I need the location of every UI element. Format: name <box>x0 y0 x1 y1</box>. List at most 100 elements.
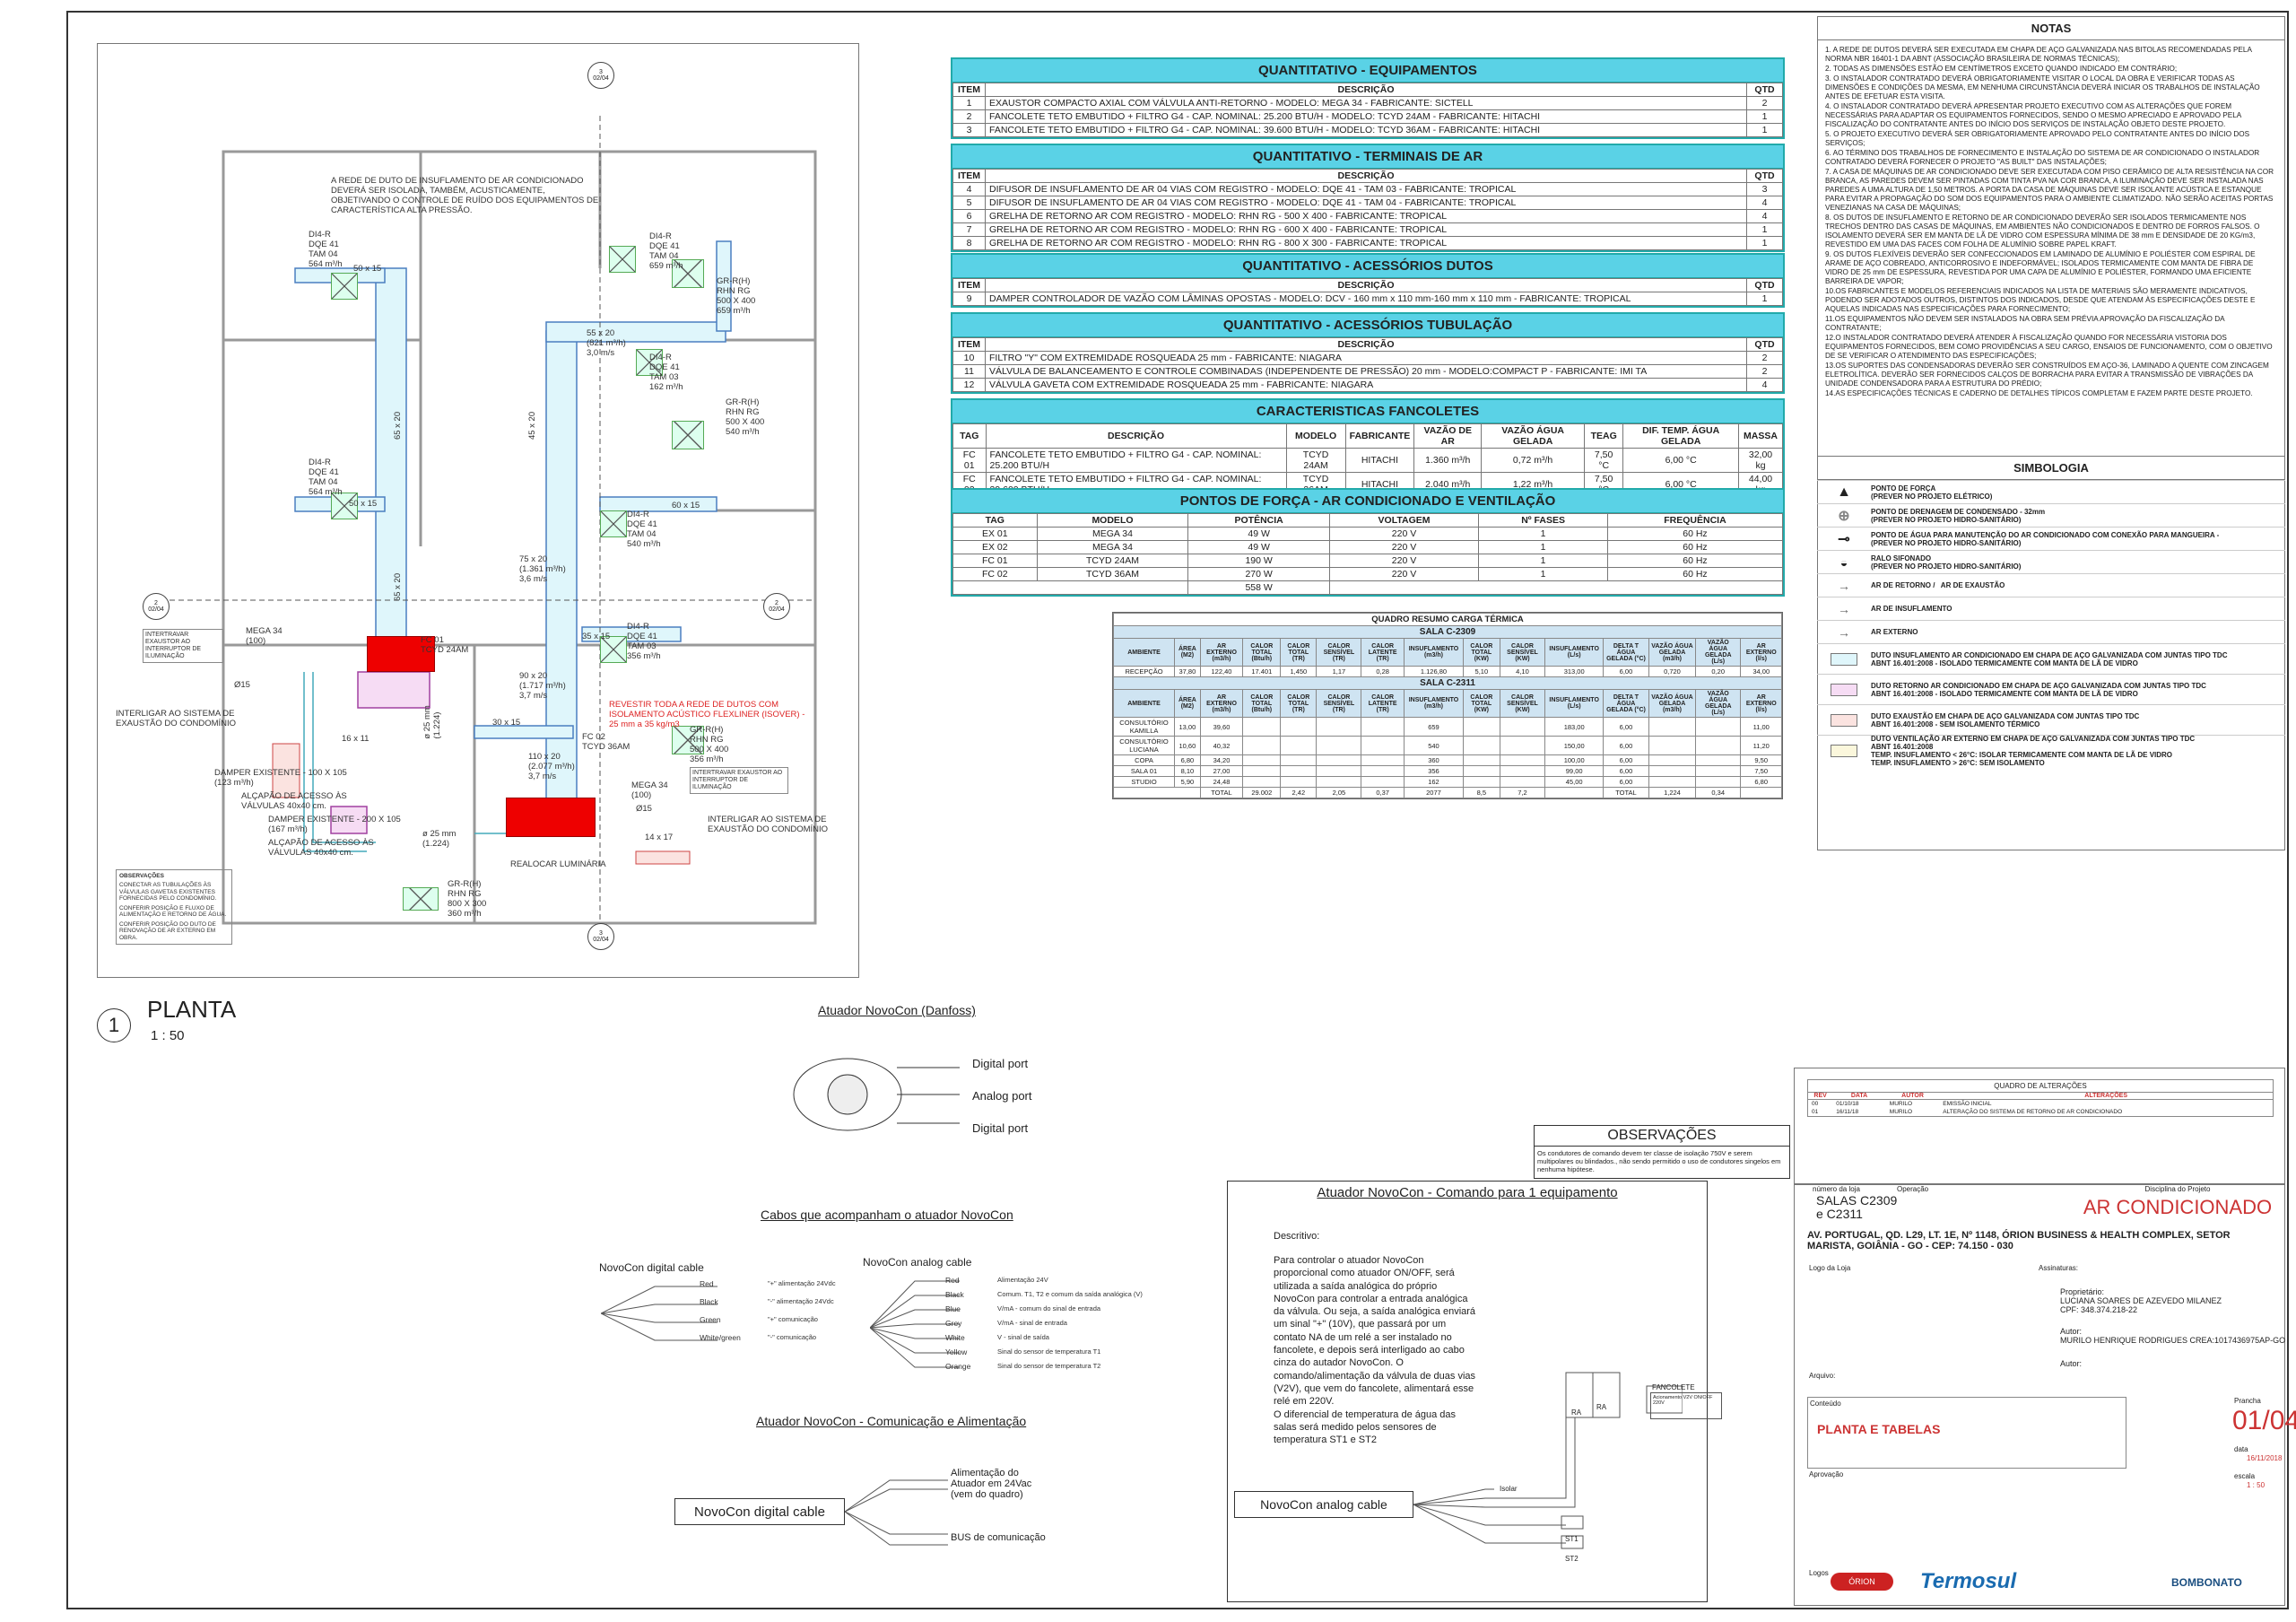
table-cell <box>1242 754 1282 766</box>
conteudo-value: PLANTA E TABELAS <box>1817 1422 1941 1436</box>
carga-sala-2: SALA C-2311 <box>1113 676 1782 690</box>
table-cell: EMISSÃO INICIAL <box>1943 1101 1992 1107</box>
table-cell: 1 <box>1478 554 1608 568</box>
table-title: QUANTITATIVO - EQUIPAMENTOS <box>952 59 1783 83</box>
table-cell: FANCOLETE TETO EMBUTIDO + FILTRO G4 - CA… <box>985 123 1747 137</box>
table-cell: GRELHA DE RETORNO AR COM REGISTRO - MODE… <box>985 222 1747 237</box>
disciplina-value: AR CONDICIONADO <box>2083 1196 2273 1218</box>
table-cell: 1 <box>1478 540 1608 554</box>
label-g4: GR-R(H) RHN RG 800 X 300 360 m³/h <box>448 879 487 919</box>
symbol-label: RALO SIFONADO (PREVER NO PROJETO HIDRO-S… <box>1871 554 2022 571</box>
note-alcapao-2: ALÇAPÃO DE ACESSO ÀS VÁLVULAS 40x40 cm. <box>268 838 374 858</box>
prancha-value: 01/04 <box>2232 1406 2296 1435</box>
table-cell: 183,00 <box>1544 717 1604 737</box>
table-cell: 99,00 <box>1544 765 1604 777</box>
disciplina-label: Disciplina do Projeto <box>2144 1185 2211 1193</box>
table-header: MASSA <box>1738 423 1783 449</box>
table-title: CARACTERISTICAS FANCOLETES <box>952 400 1783 423</box>
analog-cable-title: NovoCon analog cable <box>863 1256 972 1269</box>
table-cell: 162 <box>1403 776 1465 788</box>
table-cell <box>1280 717 1318 737</box>
table-cell: 6,00 <box>1602 717 1649 737</box>
symbol-row: ▲PONTO DE FORÇA (PREVER NO PROJETO ELÉTR… <box>1817 480 2285 503</box>
title-block: número da loja SALAS C2309 e C2311 Opera… <box>1794 1184 2296 1606</box>
th-item: ITEM <box>952 83 986 97</box>
th-qtd: QTD <box>1746 83 1783 97</box>
table-cell: 220 V <box>1328 554 1480 568</box>
table-cell <box>1499 765 1546 777</box>
table-header: REV <box>1808 1093 1833 1100</box>
table-cell: 27,00 <box>1199 765 1244 777</box>
total-cell: TOTAL <box>1602 787 1649 798</box>
note-damper-1: DAMPER EXISTENTE - 100 X 105 (123 m³/h) <box>214 768 347 788</box>
analog-wire-label: V/mA - sinal de entrada <box>997 1319 1067 1327</box>
table-header: VAZÃO ÁGUA GELADA (m3/h) <box>1648 689 1696 718</box>
observacoes-title: OBSERVAÇÕES <box>1535 1126 1789 1147</box>
arrow-icon: → <box>1838 578 1850 593</box>
total-cell: 1,224 <box>1648 787 1696 798</box>
analog-wire-label: V/mA - comum do sinal de entrada <box>997 1304 1101 1312</box>
table-cell: 122,40 <box>1199 666 1244 677</box>
note-item: 5. O PROJETO EXECUTIVO DEVERÁ SER OBRIGA… <box>1825 130 2250 147</box>
table-cell: 220 V <box>1328 540 1480 554</box>
table-cell: 32,00 kg <box>1738 448 1783 473</box>
table-cell: 659 <box>1403 717 1465 737</box>
table-cell: 6,00 <box>1602 754 1649 766</box>
total-label: TOTAL <box>1199 787 1244 798</box>
table-header: VAZÃO ÁGUA GELADA <box>1481 423 1586 449</box>
command-wiring <box>1413 1372 1683 1549</box>
sensor-st2: ST2 <box>1565 1555 1578 1563</box>
table-cell: FC 01 <box>952 554 1038 568</box>
note-intertravar-1: INTERTRAVAR EXAUSTOR AO INTERRUPTOR DE I… <box>143 629 223 664</box>
port-analog: Analog port <box>972 1089 1032 1103</box>
note-realocar: REALOCAR LUMINÁRIA <box>510 859 606 869</box>
table-cell: 270 W <box>1187 567 1330 581</box>
table-cell: 1 <box>1746 292 1783 306</box>
table-header: CALOR SENSÍVEL (KW) <box>1499 689 1546 718</box>
table-cell: 7,50 °C <box>1584 448 1624 473</box>
table-cell: 9 <box>952 292 986 306</box>
table-cell: 2 <box>1746 351 1783 365</box>
logos-label: Logos <box>1809 1569 1829 1577</box>
table-cell: ALTERAÇÃO DO SISTEMA DE RETORNO DE AR CO… <box>1943 1109 2123 1115</box>
label-g3: GR-R(H) RHN RG 500 X 400 356 m³/h <box>690 725 729 764</box>
table-cell: 4,10 <box>1499 666 1546 677</box>
isolar-label: Isolar <box>1500 1485 1518 1493</box>
port-digital-1: Digital port <box>972 1057 1029 1070</box>
table-cell <box>1242 736 1282 755</box>
table-header: Nº FASES <box>1478 513 1608 528</box>
th-desc: DESCRIÇÃO <box>985 278 1747 292</box>
total-cell: 2,05 <box>1316 787 1362 798</box>
table-cell: 6,00 <box>1602 666 1649 677</box>
table-pontos-forca: PONTOS DE FORÇA - AR CONDICIONADO E VENT… <box>951 488 1785 597</box>
digital-wire-color: Black <box>700 1297 718 1306</box>
table-cell: 2 <box>1746 96 1783 110</box>
note-item: 2. TODAS AS DIMENSÕES ESTÃO EM CENTÍMETR… <box>1825 65 2178 73</box>
table-cell: 1,22 m³/h <box>1481 472 1586 497</box>
drawing-frame <box>66 11 2289 1609</box>
novocon-actuator-drawing <box>793 1058 960 1131</box>
table-cell <box>1316 754 1362 766</box>
dc-label-2: BUS de comunicação <box>951 1532 1046 1543</box>
digital-wire-label: "-" comunicação <box>768 1333 817 1341</box>
diffuser-5 <box>600 510 627 537</box>
table-cell: 60 Hz <box>1606 554 1784 568</box>
table-row: 558 W <box>952 580 1784 595</box>
table-cell: 8,10 <box>1174 765 1201 777</box>
table-cell: 34,20 <box>1199 754 1244 766</box>
notes-title: NOTAS <box>1818 17 2284 40</box>
analog-wire-color: Yellow <box>945 1347 968 1356</box>
table-header: AR EXTERNO (m3/h) <box>1199 689 1244 718</box>
table-title: QUANTITATIVO - TERMINAIS DE AR <box>952 145 1783 169</box>
table-title: QUANTITATIVO - ACESSÓRIOS TUBULAÇÃO <box>952 314 1783 337</box>
plan-title: PLANTA <box>147 996 237 1023</box>
relay-1: RA <box>1571 1408 1582 1417</box>
symbol-label: AR EXTERNO <box>1871 628 1918 636</box>
